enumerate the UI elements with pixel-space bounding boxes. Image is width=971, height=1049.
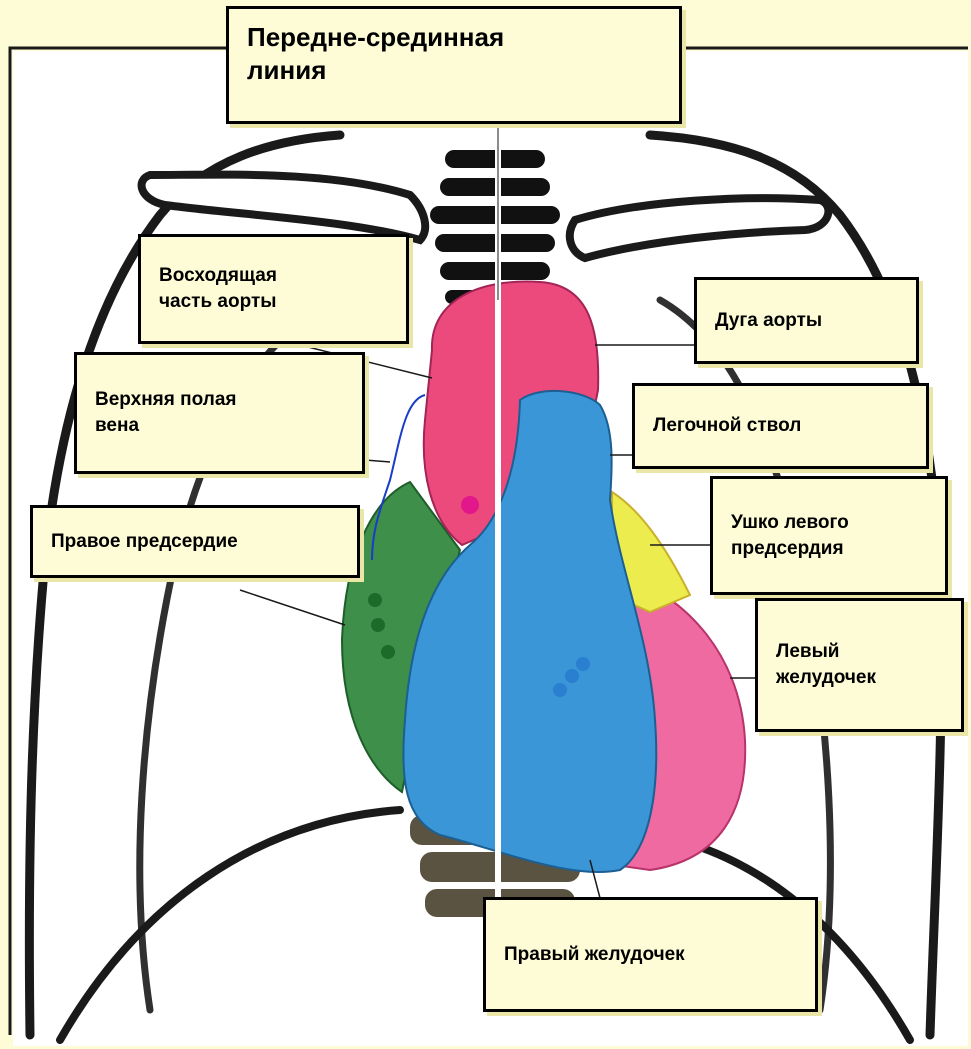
label-superior-vena-cava-text: Верхняя полая вена xyxy=(95,387,236,438)
label-left-ventricle-text: Левый желудочек xyxy=(776,639,876,690)
label-left-ventricle: Левый желудочек xyxy=(755,598,964,732)
label-right-atrium: Правое предсердие xyxy=(30,505,360,578)
label-aortic-arch-text: Дуга аорты xyxy=(715,308,822,334)
label-aortic-arch: Дуга аорты xyxy=(694,277,919,364)
label-right-atrium-text: Правое предсердие xyxy=(51,529,238,555)
label-superior-vena-cava: Верхняя полая вена xyxy=(74,352,365,474)
label-ascending-aorta-text: Восходящая часть аорты xyxy=(159,263,277,314)
label-midline-text: Передне-срединная линия xyxy=(247,21,504,88)
label-midline: Передне-срединная линия xyxy=(226,6,682,124)
label-pulmonary-trunk: Легочной ствол xyxy=(632,383,929,469)
label-left-auricle-text: Ушко левого предсердия xyxy=(731,510,849,561)
label-left-auricle: Ушко левого предсердия xyxy=(710,476,948,595)
label-pulmonary-trunk-text: Легочной ствол xyxy=(653,413,801,439)
label-right-ventricle: Правый желудочек xyxy=(483,897,818,1012)
label-ascending-aorta: Восходящая часть аорты xyxy=(138,234,409,344)
label-right-ventricle-text: Правый желудочек xyxy=(504,942,685,968)
